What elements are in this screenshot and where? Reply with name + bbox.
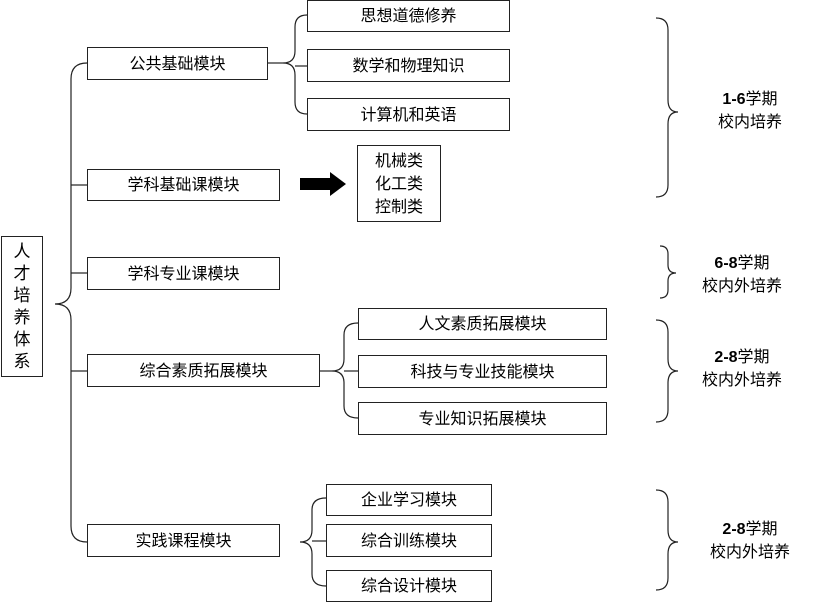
quality-item: 科技与专业技能模块: [358, 355, 607, 388]
module-subject-major: 学科专业课模块: [87, 257, 280, 290]
category-label: 机械类: [374, 151, 423, 170]
root-char: 培: [13, 285, 31, 306]
term-place: 校内外培养: [709, 542, 790, 561]
term-unit: 学期: [745, 519, 778, 538]
term-bracket-1: [655, 17, 679, 198]
public-item: 思想道德修养: [307, 0, 510, 32]
category-label: 化工类: [374, 174, 423, 193]
subject-basic-categories: 机械类 化工类 控制类: [357, 145, 441, 222]
practice-item: 综合训练模块: [326, 524, 492, 557]
arrow-icon: [300, 172, 346, 196]
term-range: 1-6: [722, 91, 746, 108]
root-bracket: [54, 62, 88, 543]
term-bracket-4: [655, 489, 679, 591]
practice-item: 综合设计模块: [326, 570, 492, 602]
root-char: 体: [13, 329, 31, 350]
term-unit: 学期: [737, 347, 770, 366]
term-unit: 学期: [745, 89, 778, 108]
term-label-3: 2-8学期 校内外培养: [682, 346, 802, 391]
term-bracket-3: [655, 319, 679, 423]
root-char: 养: [13, 307, 31, 328]
root-char: 系: [13, 351, 31, 372]
module-practice: 实践课程模块: [87, 524, 280, 557]
term-bracket-2: [659, 245, 677, 299]
public-item: 计算机和英语: [307, 98, 510, 131]
term-unit: 学期: [737, 253, 770, 272]
term-range: 2-8: [722, 521, 746, 538]
term-place: 校内培养: [717, 112, 782, 131]
module-quality: 综合素质拓展模块: [87, 354, 320, 387]
term-label-4: 2-8学期 校内外培养: [690, 518, 810, 563]
term-range: 2-8: [714, 349, 738, 366]
root-char: 才: [13, 263, 31, 284]
term-label-2: 6-8学期 校内外培养: [682, 252, 802, 297]
term-label-1: 1-6学期 校内培养: [690, 88, 810, 133]
term-range: 6-8: [714, 255, 738, 272]
public-item: 数学和物理知识: [307, 49, 510, 82]
quality-item: 专业知识拓展模块: [358, 402, 607, 435]
quality-item: 人文素质拓展模块: [358, 308, 607, 340]
module-public: 公共基础模块: [87, 47, 268, 80]
term-place: 校内外培养: [701, 370, 782, 389]
category-label: 控制类: [374, 197, 423, 216]
term-place: 校内外培养: [701, 276, 782, 295]
practice-bracket: [299, 497, 327, 587]
public-bracket: [282, 14, 308, 115]
module-subject-basic: 学科基础课模块: [87, 169, 280, 201]
root-char: 人: [13, 241, 31, 262]
root-node: 人 才 培 养 体 系: [1, 236, 43, 377]
practice-item: 企业学习模块: [326, 484, 492, 516]
